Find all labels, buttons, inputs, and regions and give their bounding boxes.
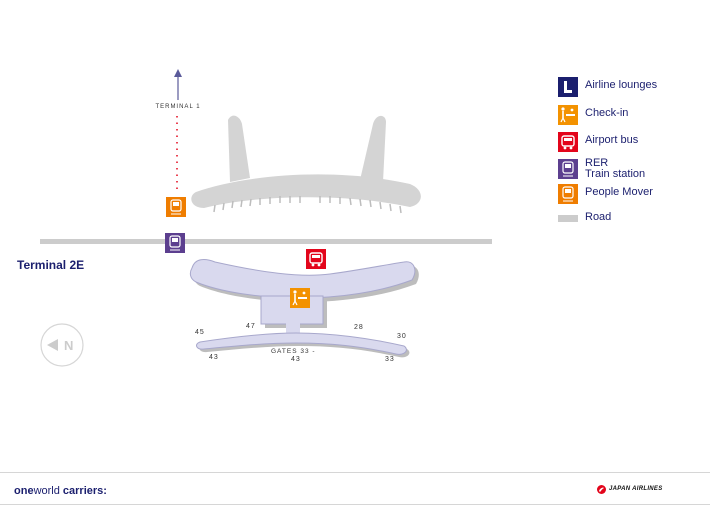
brand-carriers: carriers: (59, 485, 107, 497)
legend-label-bus: Airport bus (585, 134, 639, 146)
terminal-2e-building (189, 259, 419, 358)
footer: oneworld carriers: JAPAN AIRLINES (0, 472, 710, 507)
brand-one: one (14, 485, 34, 497)
jal-crane-icon (597, 485, 606, 494)
legend-item-bus[interactable]: Airport bus (558, 132, 708, 152)
legend-item-rer[interactable]: RER Train station (558, 158, 708, 183)
gate-label-45: 45 (195, 329, 205, 336)
terminal1-arrow-head (174, 69, 182, 77)
airport-bus-icon[interactable] (306, 249, 326, 269)
legend-label-rer-line2: Train station (585, 168, 646, 180)
legend-item-check-in[interactable]: Check-in (558, 105, 708, 125)
check-in-icon (558, 105, 578, 125)
terminal-2-building (191, 115, 421, 214)
gate-label-33: 33 (385, 356, 395, 363)
people-mover-icon[interactable] (166, 197, 186, 217)
gate-label-43-center: 43 (291, 356, 301, 363)
legend-item-people-mover[interactable]: People Mover (558, 184, 708, 204)
brand-world: world (33, 485, 60, 497)
gate-label-47: 47 (246, 323, 256, 330)
terminal-2e-label: Terminal 2E (17, 258, 84, 272)
gate-label-43-left: 43 (209, 354, 219, 361)
legend-label-rer: RER Train station (585, 158, 645, 180)
train-icon (558, 159, 578, 179)
gate-label-28: 28 (354, 324, 364, 331)
gates-range-label: GATES 33 - (271, 348, 316, 355)
legend-label-check-in: Check-in (585, 107, 629, 119)
legend-label-people-mover: People Mover (585, 186, 653, 198)
footer-bottom-rule (0, 504, 710, 505)
oneworld-carriers-label: oneworld carriers: (14, 485, 107, 497)
compass-label: N (64, 338, 73, 353)
road (40, 239, 492, 244)
people-mover-icon (558, 184, 578, 204)
legend-label-road: Road (585, 211, 612, 223)
bus-icon (558, 132, 578, 152)
terminal1-label: TERMINAL 1 (155, 104, 200, 110)
japan-airlines-logo[interactable]: JAPAN AIRLINES (597, 484, 697, 496)
north-compass: N (40, 323, 84, 367)
train-station-icon[interactable] (165, 233, 185, 253)
terminal-map: TERMINAL 1 (17, 69, 492, 367)
check-in-icon[interactable] (290, 288, 310, 308)
legend-label-lounges: Airline lounges (585, 79, 658, 91)
legend-item-lounges[interactable]: Airline lounges (558, 77, 708, 97)
legend-item-road[interactable]: Road (558, 211, 708, 231)
gate-label-30: 30 (397, 333, 407, 340)
jal-text: JAPAN AIRLINES (609, 486, 663, 492)
lounge-icon (558, 77, 578, 97)
road-swatch (558, 211, 578, 231)
legend-label-rer-line1: RER (585, 157, 609, 169)
